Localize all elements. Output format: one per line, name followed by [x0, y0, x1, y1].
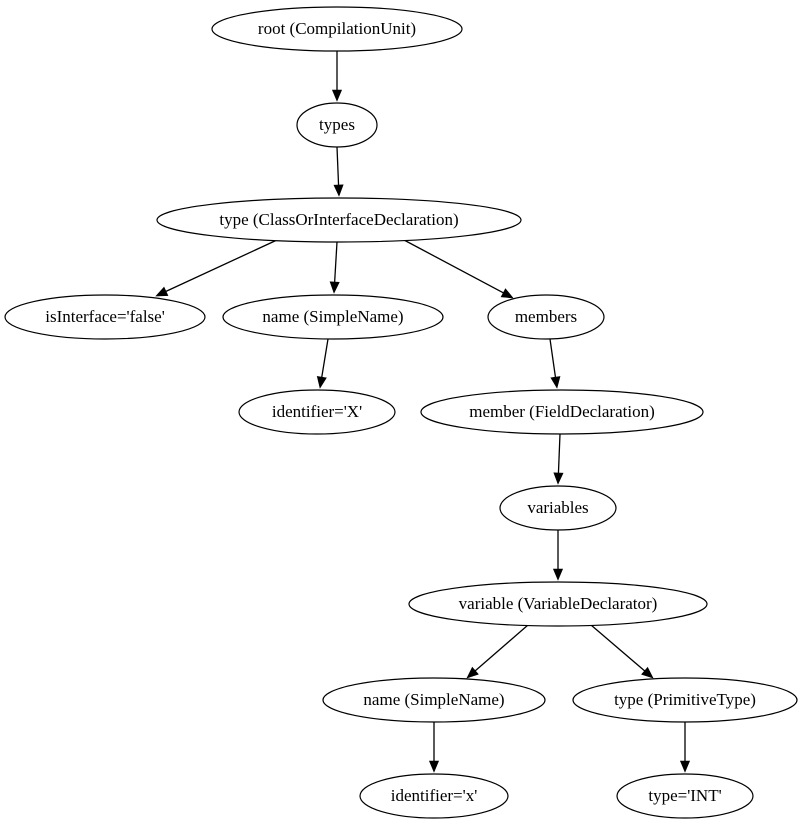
graph-node-member[interactable]: member (FieldDeclaration) [420, 389, 704, 435]
node-ellipse-shape[interactable] [616, 773, 754, 819]
graph-edge-name1-to-identifierX [316, 338, 329, 389]
graph-node-members[interactable]: members [487, 294, 605, 340]
graph-edge-type-to-members [403, 239, 514, 299]
graph-node-variable[interactable]: variable (VariableDeclarator) [408, 581, 708, 627]
graph-node-type[interactable]: type (ClassOrInterfaceDeclaration) [156, 197, 522, 243]
edge-arrowhead-icon [641, 666, 654, 679]
edge-line [321, 338, 329, 378]
edge-arrowhead-icon [679, 760, 691, 773]
node-ellipse-shape[interactable] [487, 294, 605, 340]
edge-arrowhead-icon [552, 568, 564, 581]
graph-edge-variable-to-name2 [466, 624, 529, 679]
node-ellipse-shape[interactable] [238, 389, 396, 435]
edge-line [403, 239, 504, 294]
node-ellipse-shape[interactable] [572, 677, 798, 723]
node-ellipse-shape[interactable] [296, 102, 378, 148]
node-ellipse-shape[interactable] [408, 581, 708, 627]
node-ellipse-shape[interactable] [211, 6, 463, 52]
graph-node-identifierX[interactable]: identifier='X' [238, 389, 396, 435]
graph-node-identifierx[interactable]: identifier='x' [359, 773, 509, 819]
edges-layer [155, 51, 691, 773]
graph-node-isinterface[interactable]: isInterface='false' [4, 294, 206, 340]
edge-line [165, 239, 278, 292]
graph-edge-variable-to-type2 [590, 624, 654, 679]
node-ellipse-shape[interactable] [4, 294, 206, 340]
edge-arrowhead-icon [550, 376, 561, 389]
graph-node-type2[interactable]: type (PrimitiveType) [572, 677, 798, 723]
edge-line [557, 433, 561, 474]
node-ellipse-shape[interactable] [420, 389, 704, 435]
graph-node-name1[interactable]: name (SimpleName) [222, 294, 444, 340]
edge-arrowhead-icon [466, 666, 479, 679]
graph-edge-type-to-isinterface [155, 239, 278, 297]
nodes-layer: root (CompilationUnit) types type (ClassOr… [4, 6, 798, 819]
edge-line [336, 146, 340, 186]
graph-node-types[interactable]: types [296, 102, 378, 148]
edge-line [590, 624, 646, 672]
edge-arrowhead-icon [329, 281, 340, 294]
edge-arrowhead-icon [316, 376, 327, 389]
graph-node-typeINT[interactable]: type='INT' [616, 773, 754, 819]
edge-arrowhead-icon [333, 184, 344, 197]
edge-arrowhead-icon [331, 89, 343, 102]
node-ellipse-shape[interactable] [222, 294, 444, 340]
edge-line [474, 624, 529, 672]
edge-arrowhead-icon [553, 472, 564, 485]
graph-edge-members-to-member [549, 338, 561, 389]
graph-edge-type2-to-typeINT [679, 722, 691, 773]
edge-arrowhead-icon [428, 760, 440, 773]
graph-edge-type-to-name1 [329, 241, 340, 294]
edge-line [549, 338, 557, 378]
graph-node-variables[interactable]: variables [499, 485, 617, 531]
node-ellipse-shape[interactable] [359, 773, 509, 819]
graph-edge-name2-to-identifierx [428, 722, 440, 773]
graph-edge-root-to-types [331, 51, 343, 102]
node-ellipse-shape[interactable] [499, 485, 617, 531]
edge-arrowhead-icon [155, 286, 169, 297]
graph-edge-member-to-variables [553, 433, 564, 485]
node-ellipse-shape[interactable] [156, 197, 522, 243]
edge-line [333, 241, 338, 283]
node-ellipse-shape[interactable] [322, 677, 546, 723]
edge-arrowhead-icon [500, 288, 514, 299]
graph-node-root[interactable]: root (CompilationUnit) [211, 6, 463, 52]
graph-edge-variables-to-variable [552, 530, 564, 581]
graph-edge-types-to-type [333, 146, 344, 197]
graph-node-name2[interactable]: name (SimpleName) [322, 677, 546, 723]
